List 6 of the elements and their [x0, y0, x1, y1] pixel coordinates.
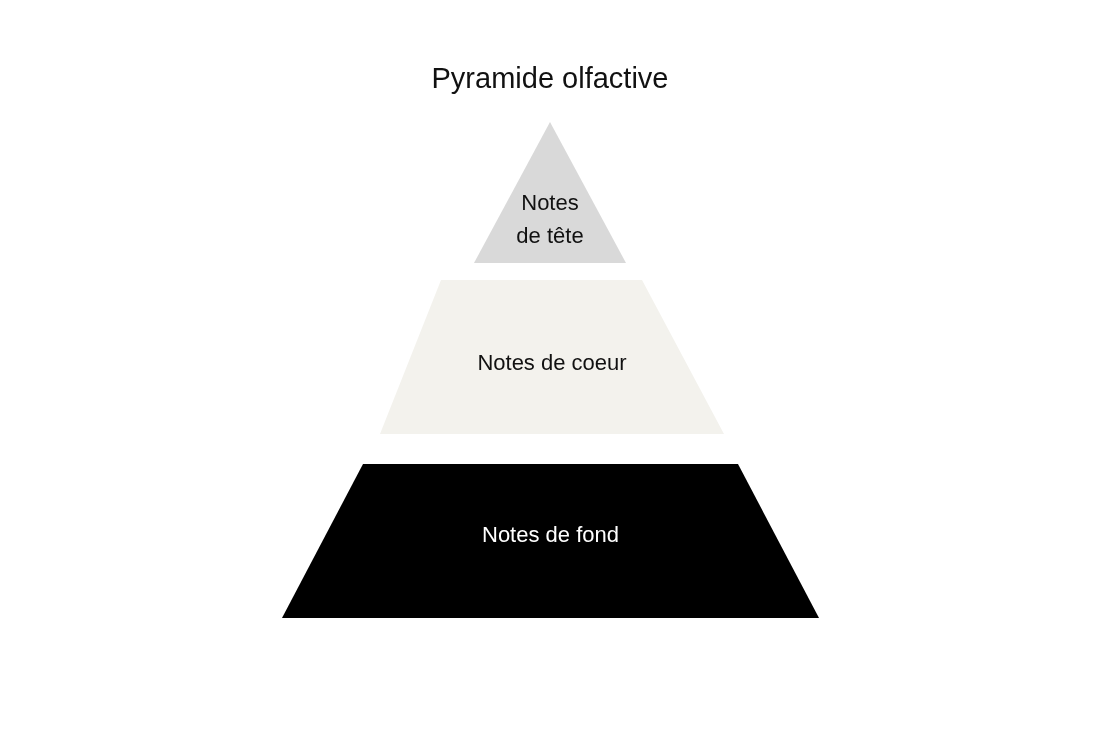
pyramid-tier: [282, 464, 819, 618]
pyramid-tier: [474, 122, 626, 263]
tier-label: Notes de fond: [481, 521, 620, 549]
tier-label: Notes de tête: [515, 189, 585, 250]
diagram-title: Pyramide olfactive: [430, 61, 670, 96]
tier-label: Notes de coeur: [476, 349, 628, 377]
